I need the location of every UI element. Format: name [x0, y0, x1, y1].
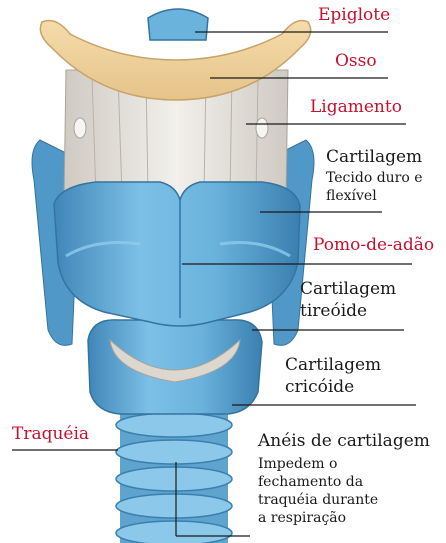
label-aneis-desc-4: a respiração: [258, 510, 346, 526]
label-aneis-title: Anéis de cartilagem: [258, 432, 430, 452]
trachea-ring: [116, 413, 232, 437]
label-cartilagem-desc-2: flexível: [326, 188, 377, 204]
label-tireoide-2: tireóide: [300, 302, 367, 322]
label-osso: Osso: [335, 52, 377, 72]
trachea-ring: [116, 521, 232, 543]
label-cricoide-2: cricóide: [285, 378, 354, 398]
epiglottis: [148, 9, 208, 40]
label-cricoide-1: Cartilagem: [285, 356, 381, 376]
label-traqueia: Traquéia: [12, 425, 89, 445]
label-aneis-desc-2: fechamento da: [258, 474, 363, 490]
cricoid-cartilage: [88, 320, 262, 414]
trachea-ring: [116, 440, 232, 464]
label-tireoide-1: Cartilagem: [300, 280, 396, 300]
thyroid-cartilage: [54, 182, 300, 326]
label-epiglote: Epiglote: [318, 6, 390, 26]
trachea-ring: [116, 494, 232, 518]
label-cartilagem-desc-1: Tecido duro e: [326, 170, 423, 186]
label-aneis-desc-1: Impedem o: [258, 456, 337, 472]
label-pomo-de-adao: Pomo-de-adão: [313, 236, 434, 256]
label-aneis-desc-3: traquéia durante: [258, 492, 378, 508]
label-ligamento: Ligamento: [310, 98, 402, 118]
trachea-ring: [116, 467, 232, 491]
trachea: [116, 410, 232, 543]
label-cartilagem-title: Cartilagem: [326, 148, 422, 168]
